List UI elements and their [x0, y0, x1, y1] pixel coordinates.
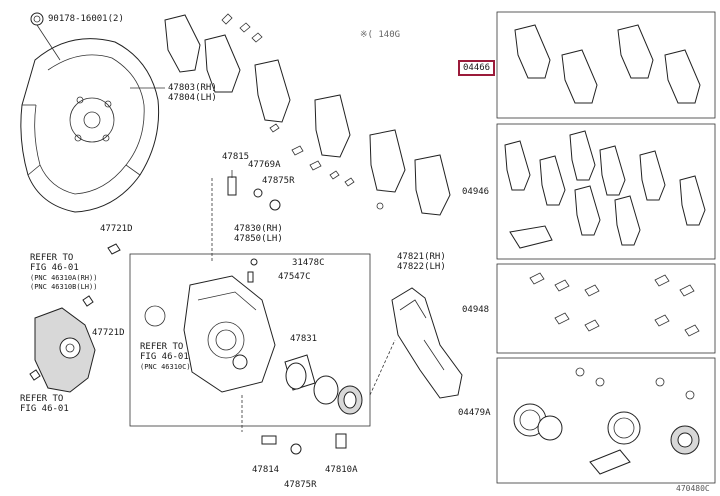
label-47721d-right: 47721D [92, 328, 125, 338]
label-04466-highlighted[interactable]: 04466 [458, 60, 496, 76]
refer2-fig: FIG 46-01 [140, 352, 189, 362]
refer1-pnc2: (PNC 46310B(LH)) [30, 283, 98, 291]
label-90178: 90178-16001(2) [48, 14, 124, 24]
note-star: ※( 140G [360, 30, 401, 40]
label-47810a: 47810A [325, 465, 358, 475]
refer2-title: REFER TO [140, 342, 184, 352]
kit-04479a-seals [513, 367, 700, 475]
caliper-box [129, 253, 371, 427]
label-31478c: 31478C [292, 258, 325, 268]
label-47815: 47815 [222, 152, 250, 162]
label-47831: 47831 [290, 334, 318, 344]
refer1-title: REFER TO [30, 253, 74, 263]
refer3-title: REFER TO [20, 394, 64, 404]
kit-04946-pads [504, 130, 706, 249]
refer1-pnc1: (PNC 46310A(RH)) [30, 274, 98, 282]
label-04946: 04946 [462, 187, 490, 197]
label-47769a: 47769A [248, 160, 281, 170]
label-47814: 47814 [252, 465, 280, 475]
label-47822: 47822(LH) [397, 262, 446, 272]
label-47850: 47850(LH) [234, 234, 283, 244]
refer2-pnc: (PNC 46310C) [140, 363, 191, 371]
cap-47721d-left [107, 243, 121, 255]
label-47803: 47803(RH) [168, 83, 217, 93]
label-04479a: 04479A [458, 408, 491, 418]
label-47821: 47821(RH) [397, 252, 446, 262]
nut-90178 [30, 12, 44, 26]
kit-04466-pads [514, 24, 701, 104]
pads-exploded [164, 13, 451, 216]
label-47804: 47804(LH) [168, 93, 217, 103]
label-47547c: 47547C [278, 272, 311, 282]
refer3-fig: FIG 46-01 [20, 404, 69, 414]
label-47875r-top: 47875R [262, 176, 295, 186]
kit-box-04479a [496, 357, 716, 484]
label-47875r-bottom: 47875R [284, 480, 317, 490]
piston-47831 [284, 354, 363, 415]
label-04948: 04948 [462, 305, 490, 315]
label-47830: 47830(RH) [234, 224, 283, 234]
kit-box-04466 [496, 11, 716, 119]
steering-knuckle [29, 295, 96, 393]
kit-box-04948 [496, 263, 716, 354]
caliper-body-47830 [183, 258, 276, 393]
label-47721d-left: 47721D [100, 224, 133, 234]
bleeder-bolt-47815 [227, 176, 281, 211]
dust-shield-47803 [20, 38, 160, 213]
bolt-47814 [261, 433, 347, 455]
diagram-code: 470480C [676, 484, 710, 493]
kit-04948-clips [529, 272, 700, 337]
refer1-fig: FIG 46-01 [30, 263, 79, 273]
mounting-bracket-47821 [391, 287, 463, 399]
kit-box-04946 [496, 123, 716, 260]
seal-ring-refer [144, 305, 166, 327]
